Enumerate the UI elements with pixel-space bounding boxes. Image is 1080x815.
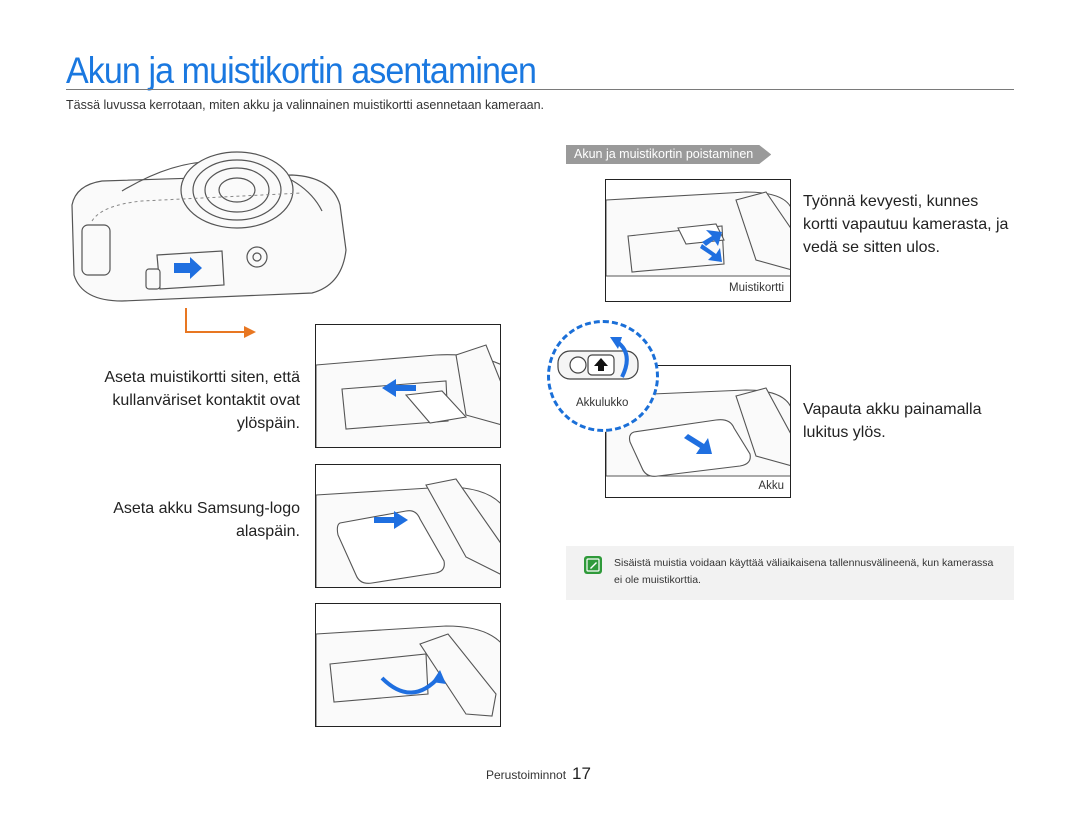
page-number: 17 (572, 764, 591, 783)
lock-caption: Akkulukko (576, 397, 629, 409)
close-cover-illustration (315, 603, 501, 727)
intro-text: Tässä luvussa kerrotaan, miten akku ja v… (66, 98, 545, 112)
insert-battery-text: Aseta akku Samsung-logo alaspäin. (113, 500, 300, 540)
remove-card-illustration: Muistikortti (605, 179, 791, 302)
footer-section: Perustoiminnot (486, 768, 567, 782)
page-footer: Perustoiminnot 17 (486, 764, 591, 784)
card-caption: Muistikortti (729, 282, 784, 294)
removal-heading: Akun ja muistikortin poistaminen (566, 145, 771, 164)
battery-caption: Akku (758, 480, 784, 492)
flow-arrow (182, 306, 262, 338)
note-pencil-icon (584, 556, 602, 574)
insert-card-text: Aseta muistikortti siten, että kullanvär… (104, 369, 300, 432)
camera-bottom-illustration (62, 135, 352, 305)
remove-battery-illustration: Akku (605, 365, 791, 498)
note-text: Sisäistä muistia voidaan käyttää väliaik… (614, 557, 994, 586)
insert-card-illustration (315, 324, 501, 448)
note-box: Sisäistä muistia voidaan käyttää väliaik… (566, 546, 1014, 600)
page-title: Akun ja muistikortin asentaminen (66, 50, 537, 91)
remove-battery-text: Vapauta akku painamalla lukitus ylös. (803, 401, 982, 441)
insert-battery-illustration (315, 464, 501, 588)
title-divider (66, 89, 1014, 90)
remove-card-text: Työnnä kevyesti, kunnes kortti vapautuu … (803, 193, 1009, 256)
battery-lock-detail: Akkulukko (547, 320, 659, 432)
